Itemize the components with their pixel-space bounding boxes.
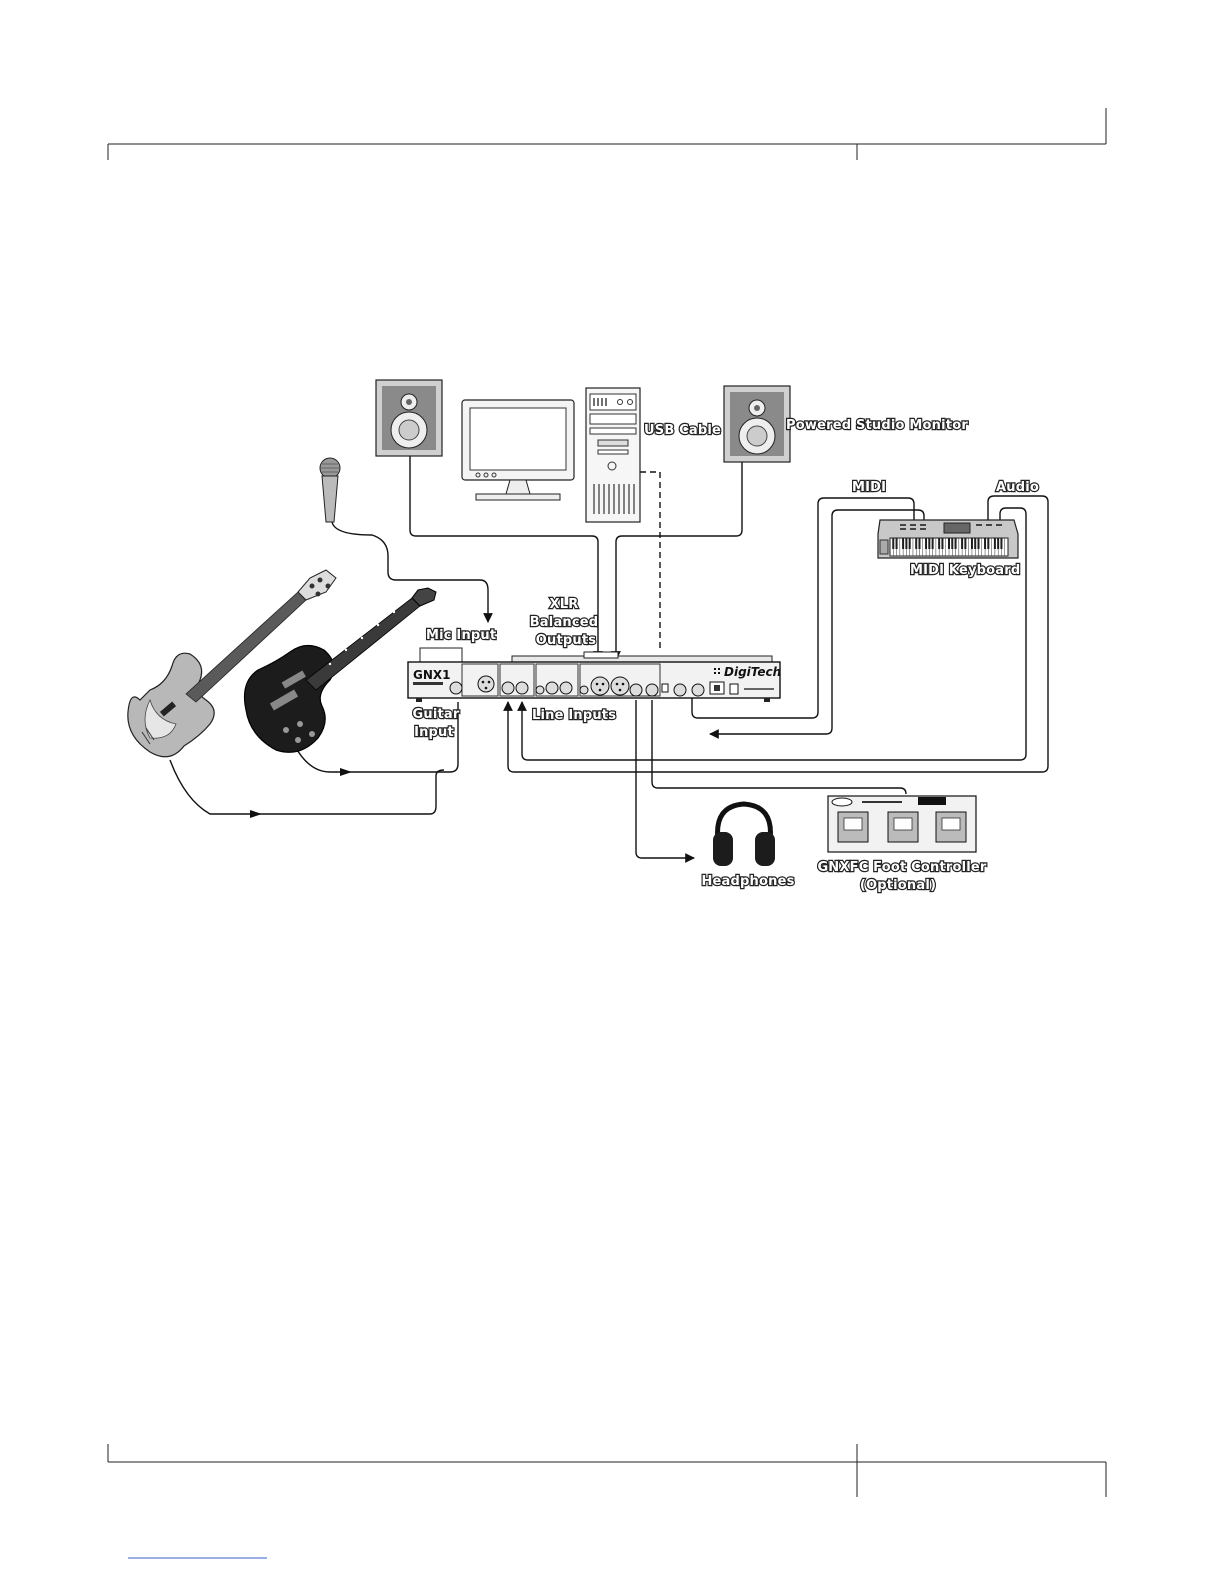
gnxfc-foot-controller: [828, 796, 976, 852]
xlr-label-line1: XLR: [550, 597, 579, 612]
electric-guitar: [245, 588, 437, 752]
gnx1-rear-panel: GNX1 DigiTech: [408, 648, 781, 702]
guitar-input-label-line2: Input: [414, 725, 454, 740]
microphone: [320, 458, 340, 522]
device-brand: DigiTech: [724, 665, 781, 679]
computer-tower: [586, 388, 640, 522]
line-inputs-label: Line Inputs: [532, 708, 616, 723]
midi-keyboard-label: MIDI Keyboard: [910, 563, 1020, 578]
midi-label: MIDI: [852, 480, 886, 495]
guitar-input-jack: [450, 682, 462, 694]
xlr-label-line3: Outputs: [536, 633, 596, 648]
midi-in-port: [692, 684, 704, 696]
cable-usb: [640, 472, 660, 650]
midi-out-port: [674, 684, 686, 696]
audio-label: Audio: [996, 480, 1039, 495]
headphones-label: Headphones: [701, 874, 794, 889]
powered-studio-monitor-label: Powered Studio Monitor: [786, 418, 968, 433]
computer-monitor: [462, 400, 574, 500]
headphones-device: [713, 804, 775, 866]
usb-cable-label: USB Cable: [644, 423, 721, 438]
guitar-input-label-line1: Guitar: [413, 707, 460, 722]
usb-port: [662, 684, 668, 692]
xlr-output-right: [611, 677, 629, 695]
cable-bass-guitar: [170, 760, 444, 814]
xlr-label-line2: Balanced: [530, 615, 599, 630]
device-model: GNX1: [413, 668, 451, 682]
mic-input-label: Mic Input: [426, 628, 496, 643]
right-studio-monitor: [724, 386, 790, 462]
headphone-jack: [630, 684, 642, 696]
cable-foot-controller: [652, 700, 906, 794]
foot-controller-jack: [646, 684, 658, 696]
foot-controller-label-line1: GNXFC Foot Controller: [817, 860, 986, 875]
cable-headphones: [636, 700, 694, 858]
left-studio-monitor: [376, 380, 442, 456]
mic-input-xlr: [478, 676, 494, 692]
midi-keyboard: [878, 520, 1018, 558]
foot-controller-label-line2: (Optional): [860, 878, 936, 893]
xlr-output-left: [591, 677, 609, 695]
